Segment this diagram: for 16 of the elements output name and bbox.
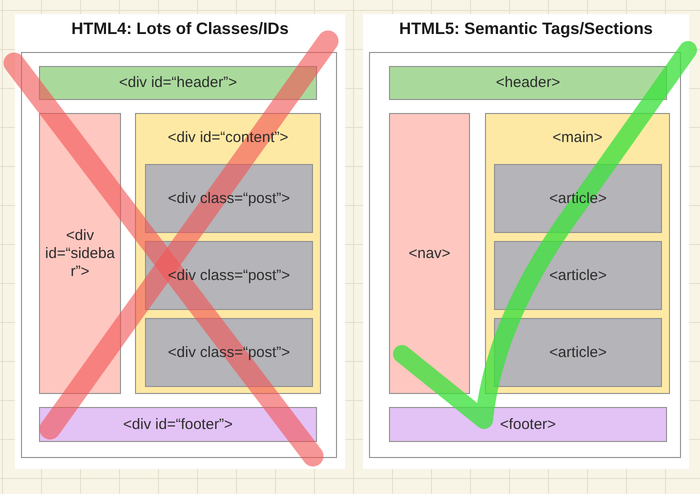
content-area: [135, 113, 321, 394]
footer-bar: <footer>: [389, 407, 667, 442]
layout-panel: [363, 14, 689, 469]
panel-title: HTML4: Lots of Classes/IDs: [71, 20, 289, 39]
header-bar: <header>: [389, 66, 667, 100]
panel-title: HTML5: Semantic Tags/Sections: [399, 20, 653, 39]
sidebar-column: <div id=“sidebar”>: [39, 113, 121, 394]
post-block: <div class=“post”>: [145, 241, 313, 310]
section-label: <div id=“content”>: [168, 129, 288, 147]
sidebar-column: <nav>: [389, 113, 470, 394]
post-block: <div class=“post”>: [145, 164, 313, 233]
post-block: <div class=“post”>: [145, 318, 313, 387]
post-block: <article>: [494, 318, 662, 387]
header-bar: <div id=“header”>: [39, 66, 317, 100]
footer-bar: <div id=“footer”>: [39, 407, 317, 442]
section-label: <main>: [552, 129, 603, 147]
